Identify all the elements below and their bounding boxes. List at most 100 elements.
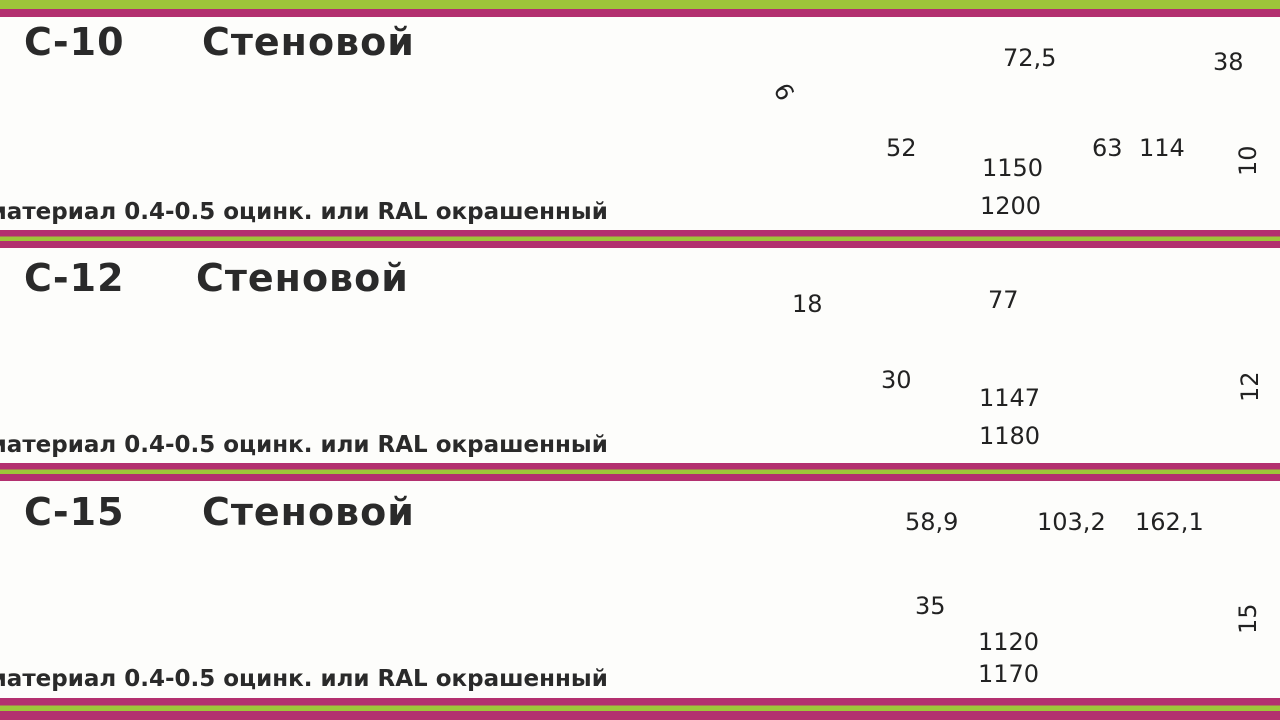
product-type-c12: Стеновой [196,256,409,300]
sheet-rib-highlight [91,71,159,189]
sheet-rib [323,72,333,188]
sheet-rib [219,72,253,188]
profile-perspective-line [1002,552,1029,583]
sheet-rib-highlight [64,71,141,189]
product-type-c10: Стеновой [202,20,415,64]
profile-perspective-line [982,329,1005,357]
product-code-c10: С-10 [24,20,125,64]
dim-162-1: 162,1 [1135,508,1204,536]
profile-line [768,576,1225,588]
sheet-rib [129,308,167,412]
sheet-rib-highlight [102,307,145,413]
product-code-c15: С-15 [24,490,125,534]
dim-6: 6 [767,78,800,106]
profile-perspective-line [905,329,929,353]
sheet-rib-highlight [305,71,311,189]
profile-perspective-line [937,552,964,583]
profile-perspective-line [1213,329,1236,357]
sheet-rib-highlight [305,544,360,646]
profile-perspective-line [813,329,837,353]
material-text-c10: материал 0.4-0.5 оцинк. или RAL окрашенн… [0,199,608,225]
profile-perspective-line [952,329,975,353]
sheet-rib-highlight [117,71,178,189]
profile-perspective-line [1183,329,1206,353]
material-text-c15: материал 0.4-0.5 оцинк. или RAL окрашенн… [0,666,608,692]
profile-perspective-line [904,87,936,119]
profile-perspective-line [1264,101,1280,119]
sheet-rib-highlight [254,307,274,413]
dim-height-10: 10 [1234,145,1262,176]
profile-perspective-line [1113,87,1145,124]
sheet-rib [58,72,140,188]
dim-38: 38 [1213,48,1244,76]
dimension-line-inner-arrow [782,183,791,189]
dim-1200: 1200 [980,192,1042,220]
profile-perspective-line [1068,87,1100,124]
profile-perspective-line [1090,552,1117,579]
sheet-rib [266,545,312,645]
sheet-rib [249,308,273,412]
sheet-rib [227,308,239,412]
sheet-rib [298,545,359,645]
dimension-line-inner-arrow [1209,183,1218,189]
sheet-rib-highlight [121,544,151,646]
profile-perspective-line [806,552,833,583]
dim-height-15: 15 [1234,603,1262,634]
dimension-line-inner-arrow [778,655,787,661]
profile-perspective-line [1023,87,1055,124]
sheet-rib [196,308,211,412]
dim-30: 30 [881,366,912,394]
dim-77: 77 [988,286,1019,314]
sheet-rib-highlight [198,71,235,189]
dimension-line-overall-arrow [768,685,777,691]
profile-perspective-line [1203,87,1235,124]
profile-perspective-line [843,329,867,357]
profile-perspective-line [1084,87,1116,119]
sheet-rib [204,545,218,645]
dimension-line-inner-arrow [1212,655,1221,661]
profile-line [770,350,1232,362]
dim-height-12: 12 [1236,371,1264,402]
profile-perspective-line [888,87,920,124]
profile-perspective-line [872,552,898,583]
sheet-rib-highlight [74,544,120,646]
product-type-c15: Стеновой [202,490,415,534]
sheet-rib-highlight [273,544,313,646]
sheet-rib-highlight [276,307,307,413]
sheet-rib [299,72,310,188]
sheet-rib [165,72,215,188]
profile-perspective-line [1229,329,1253,353]
dim-63: 63 [1092,134,1123,162]
sheet-rib [138,72,196,188]
sheet-rib-highlight [278,71,292,189]
profile-perspective-line [960,552,987,579]
profile-perspective-line [933,87,965,124]
divider-2 [0,463,1280,481]
sheet-rib [192,72,234,188]
dim-18: 18 [792,290,823,318]
profile-perspective-line [1174,87,1206,119]
material-text-c12: материал 0.4-0.5 оцинк. или RAL окрашенн… [0,432,608,458]
profile-perspective-line [1067,552,1094,583]
profile-perspective-line [814,87,846,119]
divider-1 [0,230,1280,248]
dim-1170: 1170 [978,660,1040,688]
profile-perspective-line [1158,87,1190,124]
sheet-rib-highlight [327,71,334,189]
profile-line [772,116,1222,130]
sheet-edge [40,645,418,651]
profile-perspective-line [1166,329,1190,357]
sheet-rib [380,72,414,188]
sheet-rib-highlight [136,307,168,413]
profile-perspective-line [994,87,1026,119]
sheet-rib [95,308,144,412]
dimension-line-overall-arrow [772,215,781,221]
product-code-c12: С-12 [24,256,125,300]
sheet-rib [110,545,150,645]
divider-3 [0,698,1280,720]
profile-perspective-line [949,87,981,119]
sheet-rib-highlight [168,544,182,646]
sheet-rib-highlight [346,71,361,189]
sheet-rib [294,308,340,412]
sheet-rib-highlight [298,307,341,413]
